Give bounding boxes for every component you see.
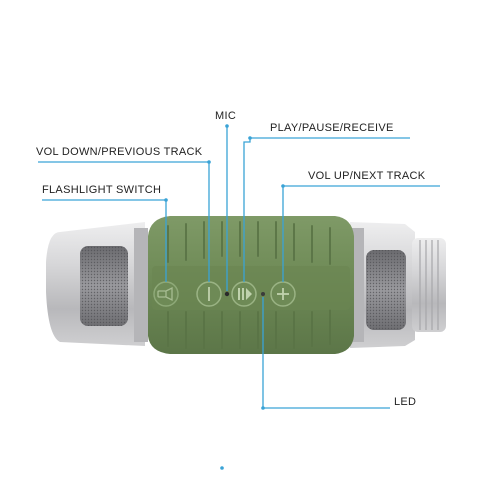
flashlight-switch-label: FLASHLIGHT SWITCH <box>42 184 162 196</box>
vol-down-button[interactable] <box>196 281 222 307</box>
stray-dot <box>220 466 224 470</box>
left-end-cap <box>46 222 148 346</box>
mic-label: MIC <box>215 110 237 122</box>
vol-up-button[interactable] <box>270 281 296 307</box>
vol-down-previous-track-label: VOL DOWN/PREVIOUS TRACK <box>36 146 203 158</box>
play-pause-receive-label: PLAY/PAUSE/RECEIVE <box>270 122 394 134</box>
right-end-cap <box>350 222 446 348</box>
led-indicator <box>261 292 265 296</box>
led-label: LED <box>394 396 417 408</box>
vol-up-next-track-label: VOL UP/NEXT TRACK <box>308 170 426 182</box>
plus-icon <box>277 288 289 300</box>
flashlight-icon <box>157 286 173 302</box>
mic-hole <box>224 291 230 297</box>
end-knob <box>412 238 446 332</box>
flashlight-button[interactable] <box>153 281 179 307</box>
play-pause-button[interactable] <box>231 281 257 307</box>
play-pause-icon <box>238 288 252 300</box>
